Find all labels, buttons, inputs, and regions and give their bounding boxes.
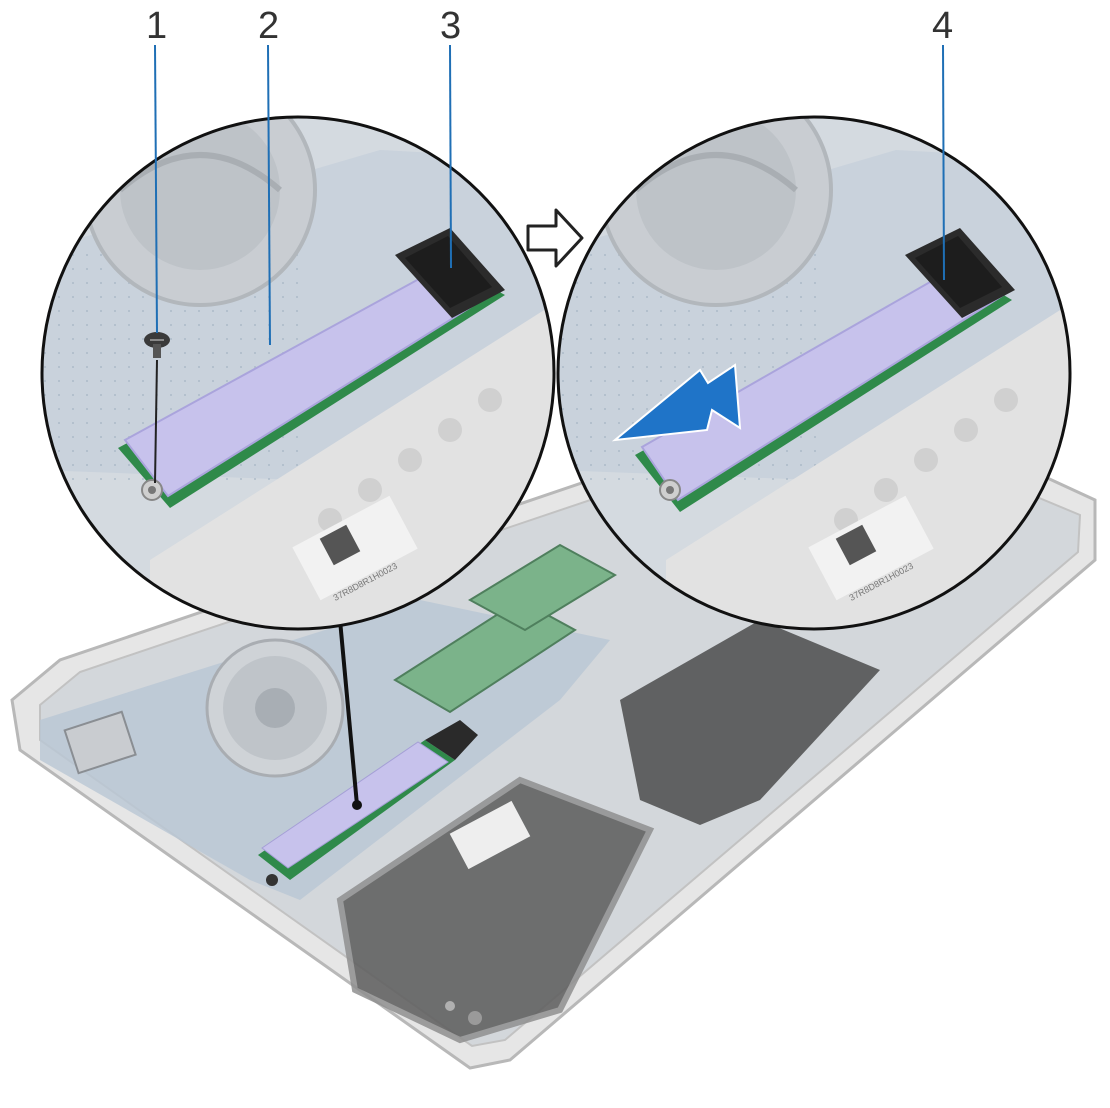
ssd-card-right [635,228,1015,512]
callout-2-number: 2 [258,5,279,47]
callout-2-leader [267,44,271,346]
callout-3-number: 3 [440,5,461,47]
callout-4-number: 4 [932,5,953,47]
zoom-leader-line [338,619,359,806]
fan [205,638,345,778]
qr-code-right [835,524,877,566]
screw [144,332,170,358]
touchpad-area [336,776,655,1044]
touchpad-label [449,800,531,870]
zoom-leader-dot [352,800,362,810]
qr-code-left [319,524,361,566]
zoom-circle-right: 37R8D8R1H0023 [556,115,1072,631]
callout-4-leader [942,44,945,281]
screw-path-line [154,359,158,484]
ssd-card-left [118,228,505,508]
callout-1-leader [154,44,158,334]
zoom-circle-left: 37R8D8R1H0023 [40,115,556,631]
battery [620,620,880,825]
callout-3-leader [449,44,452,269]
memory-modules [393,543,617,714]
callout-1-number: 1 [146,5,167,47]
wifi-card [63,710,137,775]
next-step-arrow [526,208,584,268]
slide-direction-arrow [611,363,742,442]
